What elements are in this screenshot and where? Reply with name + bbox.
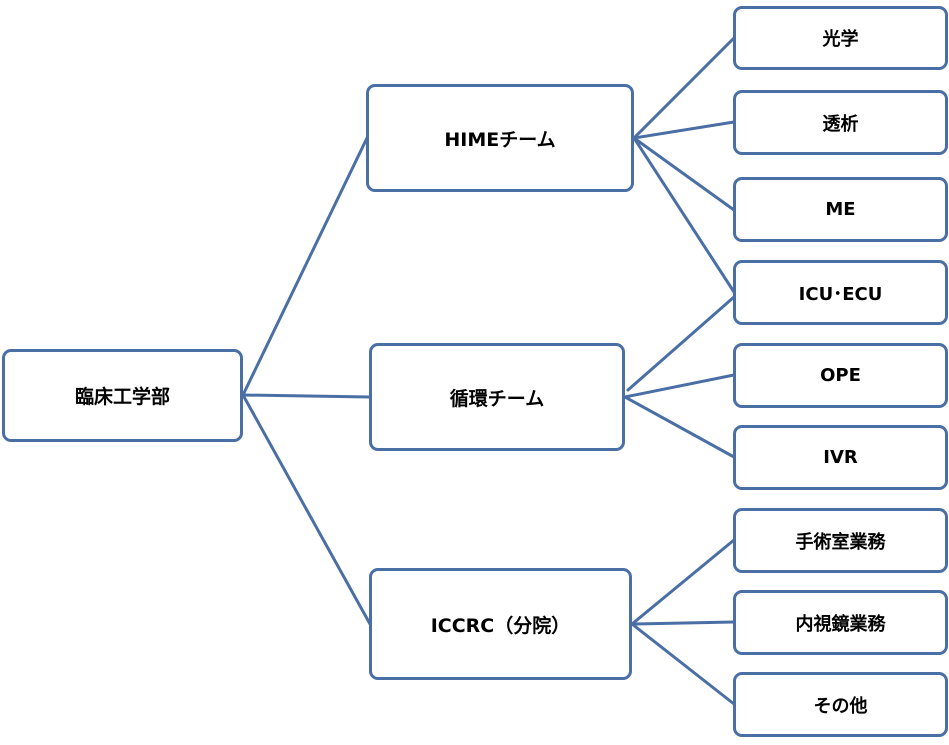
leaf-label: 内視鏡業務 xyxy=(795,613,886,635)
leaf-node-naishikyo: 内視鏡業務 xyxy=(733,590,948,655)
root-node: 臨床工学部 xyxy=(2,349,243,442)
team-label: ICCRC（分院） xyxy=(430,614,571,637)
team-node-hime: HIMEチーム xyxy=(366,84,634,192)
leaf-label: 手術室業務 xyxy=(795,531,886,553)
leaf-label: OPE xyxy=(820,365,861,386)
leaf-label: IVR xyxy=(823,447,858,468)
leaf-label: ICU･ECU xyxy=(798,283,883,305)
leaf-node-icu-ecu: ICU･ECU xyxy=(733,260,948,325)
connector-junkan-ivr xyxy=(623,395,736,459)
leaf-label: その他 xyxy=(813,695,868,717)
connector-root-iccrc xyxy=(241,393,372,626)
connector-hime-toseki xyxy=(632,120,736,140)
leaf-node-sonota: その他 xyxy=(733,672,948,737)
leaf-label: 光学 xyxy=(822,29,859,50)
connector-root-hime xyxy=(241,136,369,397)
connector-hime-icu xyxy=(632,136,736,294)
leaf-node-toseki: 透析 xyxy=(733,90,948,155)
leaf-label: 透析 xyxy=(822,113,859,135)
leaf-node-me: ME xyxy=(733,177,948,242)
leaf-node-ope: OPE xyxy=(733,343,948,408)
connector-hime-me xyxy=(632,136,736,212)
root-label: 臨床工学部 xyxy=(74,386,170,408)
team-label: 循環チーム xyxy=(449,387,545,410)
connector-iccrc-naishikyo xyxy=(630,620,736,626)
leaf-node-ivr: IVR xyxy=(733,425,948,490)
leaf-label: ME xyxy=(825,199,856,220)
connector-junkan-ope xyxy=(623,373,736,399)
connector-iccrc-shujutsu xyxy=(630,538,736,626)
connector-junkan-icu xyxy=(626,295,736,392)
team-label: HIMEチーム xyxy=(444,128,556,151)
connector-hime-kogaku xyxy=(632,36,736,140)
connector-root-junkan xyxy=(241,393,372,399)
team-node-junkan: 循環チーム xyxy=(369,343,625,451)
connector-iccrc-sonota xyxy=(630,622,736,706)
leaf-node-shujutsu: 手術室業務 xyxy=(733,508,948,573)
team-node-iccrc: ICCRC（分院） xyxy=(369,568,632,680)
leaf-node-kogaku: 光学 xyxy=(733,6,948,70)
